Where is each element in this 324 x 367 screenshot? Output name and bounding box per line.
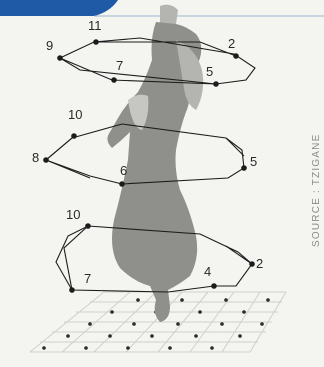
ring-bottom-marker-4: 4	[204, 264, 211, 279]
ring-top-marker-2: 2	[228, 36, 235, 51]
ring-middle-marker-10: 10	[68, 107, 82, 122]
ring-bottom-marker-10: 10	[66, 207, 80, 222]
source-credit: SOURCE : TZIGANE	[311, 147, 324, 247]
ring-bottom-marker-7: 7	[84, 271, 91, 286]
ring-top-marker-5: 5	[206, 64, 213, 79]
ring-middle-marker-8: 8	[32, 150, 39, 165]
ring-bottom-marker-2: 2	[256, 256, 263, 271]
ring-middle-marker-6: 6	[120, 163, 127, 178]
ring-top-marker-7: 7	[116, 58, 123, 73]
header-accent-band	[0, 0, 118, 16]
ring-top-marker-11: 11	[88, 18, 102, 33]
ring-middle-marker-5: 5	[250, 154, 257, 169]
ring-top-marker-9: 9	[46, 38, 53, 53]
